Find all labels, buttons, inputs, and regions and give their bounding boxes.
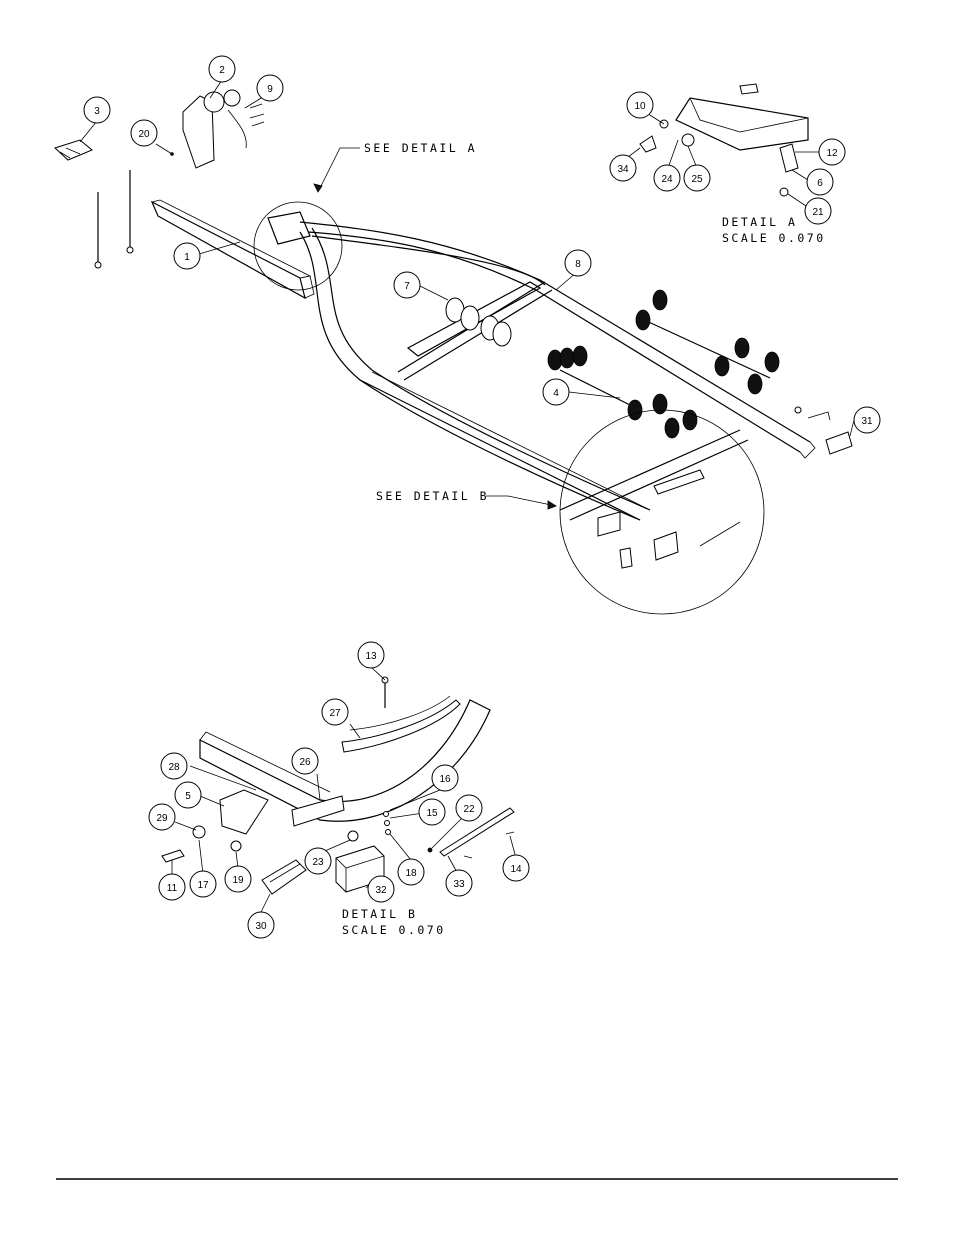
svg-text:20: 20	[138, 129, 150, 140]
part-bubble-6: 6	[806, 168, 834, 196]
svg-text:33: 33	[453, 879, 465, 890]
part-bubble-22: 22	[455, 794, 483, 822]
svg-text:19: 19	[232, 875, 244, 886]
svg-text:17: 17	[197, 880, 209, 891]
svg-text:26: 26	[299, 757, 311, 768]
part-bubble-3: 3	[83, 96, 111, 124]
part-bubble-18: 18	[397, 858, 425, 886]
svg-text:21: 21	[812, 207, 824, 218]
svg-text:32: 32	[375, 885, 387, 896]
part-bubble-1: 1	[173, 242, 201, 270]
part-bubble-17: 17	[189, 870, 217, 898]
svg-text:1: 1	[184, 252, 190, 263]
part-bubble-33: 33	[445, 869, 473, 897]
part-bubble-32: 32	[367, 875, 395, 903]
detail-a-scale: SCALE 0.070	[722, 231, 826, 245]
trailer-frame	[150, 199, 816, 521]
part-bubble-23: 23	[304, 847, 332, 875]
part-bubble-5: 5	[174, 781, 202, 809]
part-bubble-4: 4	[542, 378, 570, 406]
part-bubble-25: 25	[683, 164, 711, 192]
svg-text:18: 18	[405, 868, 417, 879]
part-bubble-9: 9	[256, 74, 284, 102]
svg-text:9: 9	[267, 84, 273, 95]
svg-text:29: 29	[156, 813, 168, 824]
part-bubble-20: 20	[130, 119, 158, 147]
part-bubble-13: 13	[357, 641, 385, 669]
part-bubble-28: 28	[160, 752, 188, 780]
svg-text:28: 28	[168, 762, 180, 773]
winch-parts	[54, 89, 265, 269]
svg-text:34: 34	[617, 164, 629, 175]
part-bubble-29: 29	[148, 803, 176, 831]
detail-b-circle	[559, 409, 765, 615]
detail-b-scale: SCALE 0.070	[342, 923, 446, 937]
svg-text:4: 4	[553, 388, 559, 399]
detail-a-drawing	[639, 83, 809, 197]
svg-text:15: 15	[426, 808, 438, 819]
part-bubble-21: 21	[804, 197, 832, 225]
part-bubble-16: 16	[431, 764, 459, 792]
svg-text:3: 3	[94, 106, 100, 117]
part-bubble-27: 27	[321, 698, 349, 726]
svg-text:16: 16	[439, 774, 451, 785]
detail-b-title: DETAIL B	[342, 907, 417, 921]
svg-text:13: 13	[365, 651, 377, 662]
svg-text:5: 5	[185, 791, 191, 802]
svg-text:31: 31	[861, 416, 873, 427]
part-bubble-15: 15	[418, 798, 446, 826]
part-bubble-8: 8	[564, 249, 592, 277]
part-bubble-19: 19	[224, 865, 252, 893]
roller-rail-lower	[547, 345, 698, 439]
svg-text:6: 6	[817, 178, 823, 189]
part-bubble-2: 2	[208, 55, 236, 83]
detail-labels: SEE DETAIL A SEE DETAIL B DETAIL A SCALE…	[342, 141, 826, 937]
roller-rail-upper	[635, 289, 780, 395]
leader-lines	[79, 79, 855, 913]
svg-text:30: 30	[255, 921, 267, 932]
bunk-assembly	[406, 281, 542, 357]
svg-text:27: 27	[329, 708, 341, 719]
part-bubble-26: 26	[291, 747, 319, 775]
svg-text:8: 8	[575, 259, 581, 270]
part-bubble-24: 24	[653, 164, 681, 192]
svg-text:24: 24	[661, 174, 673, 185]
see-detail-a-callout: SEE DETAIL A	[364, 141, 477, 155]
part-bubble-31: 31	[853, 406, 881, 434]
part-bubble-30: 30	[247, 911, 275, 939]
svg-text:23: 23	[312, 857, 324, 868]
svg-text:10: 10	[634, 101, 646, 112]
svg-text:7: 7	[404, 281, 410, 292]
detail-b-mini	[559, 429, 749, 569]
end-block	[794, 406, 853, 455]
part-bubble-10: 10	[626, 91, 654, 119]
part-bubble-14: 14	[502, 854, 530, 882]
svg-text:12: 12	[826, 148, 838, 159]
detail-a-title: DETAIL A	[722, 215, 797, 229]
see-detail-b-callout: SEE DETAIL B	[376, 489, 489, 503]
part-bubble-34: 34	[609, 154, 637, 182]
svg-text:11: 11	[167, 883, 178, 894]
part-bubble-11: 11	[158, 873, 186, 901]
svg-text:25: 25	[691, 174, 703, 185]
svg-text:2: 2	[219, 65, 225, 76]
part-bubbles: 3 2 9 20 1 7 8 4 10 34 24 25 12 6 21 31 …	[83, 55, 881, 939]
detail-a-circle	[253, 201, 343, 291]
part-bubble-7: 7	[393, 271, 421, 299]
svg-text:22: 22	[463, 804, 475, 815]
svg-text:14: 14	[510, 864, 522, 875]
part-bubble-12: 12	[818, 138, 846, 166]
